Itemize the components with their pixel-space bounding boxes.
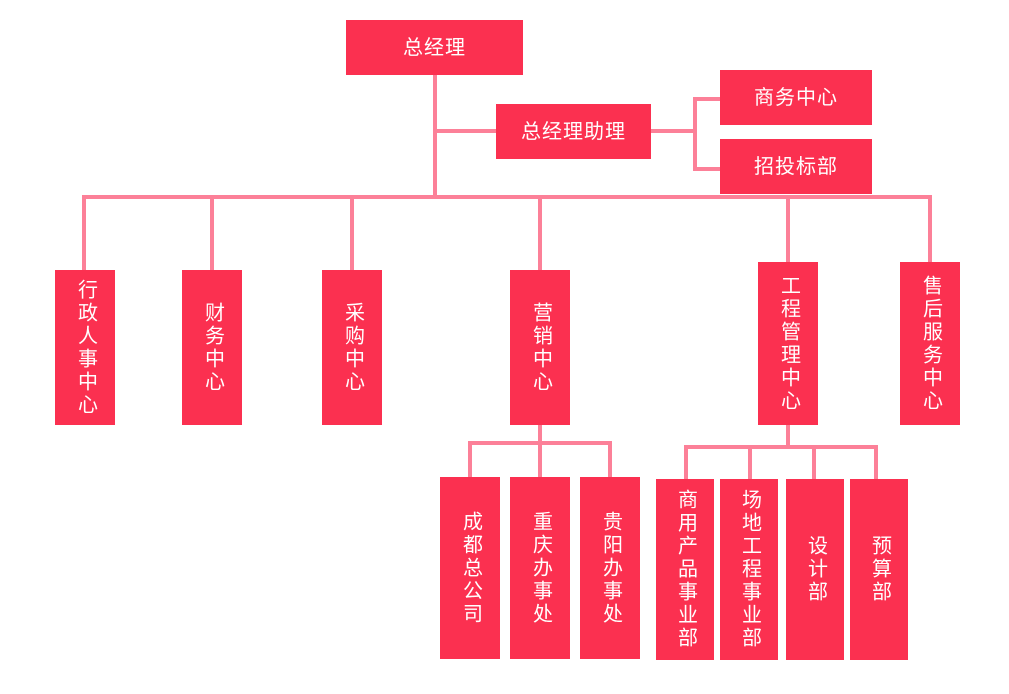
- connector-drop-guiyang-office: [608, 441, 612, 477]
- node-commercial-products-division[interactable]: 商用产品事业部: [656, 479, 714, 660]
- node-engineering-management-center[interactable]: 工程管理中心: [758, 262, 818, 425]
- connector-drop-commercial-products: [684, 445, 688, 480]
- node-after-sales-service-center[interactable]: 售后服务中心: [900, 262, 960, 425]
- connector-engineering-sub-bus: [684, 445, 878, 449]
- connector-drop-site-engineering: [748, 445, 752, 480]
- connector-assistant-out: [650, 129, 697, 133]
- connector-drop-after-sales: [928, 195, 932, 271]
- node-gm-assistant[interactable]: 总经理助理: [496, 104, 651, 159]
- node-business-center[interactable]: 商务中心: [720, 70, 872, 125]
- connector-gm-to-assistant: [433, 129, 499, 133]
- connector-assistant-vertical-bus: [693, 97, 697, 171]
- connector-main-bus: [82, 195, 930, 199]
- connector-to-bidding-dept: [693, 167, 723, 171]
- connector-marketing-stem: [538, 425, 542, 445]
- node-site-engineering-division[interactable]: 场地工程事业部: [720, 479, 778, 660]
- node-bidding-dept[interactable]: 招投标部: [720, 139, 872, 194]
- node-design-dept[interactable]: 设计部: [786, 479, 844, 660]
- node-procurement-center[interactable]: 采购中心: [322, 270, 382, 425]
- connector-drop-admin-hr: [82, 195, 86, 271]
- connector-drop-budget-dept: [874, 445, 878, 480]
- connector-drop-design-dept: [812, 445, 816, 480]
- node-admin-hr-center[interactable]: 行政人事中心: [55, 270, 115, 425]
- node-chongqing-office[interactable]: 重庆办事处: [510, 477, 570, 659]
- connector-drop-finance: [210, 195, 214, 271]
- node-finance-center[interactable]: 财务中心: [182, 270, 242, 425]
- connector-drop-chongqing-office: [538, 441, 542, 477]
- node-guiyang-office[interactable]: 贵阳办事处: [580, 477, 640, 659]
- connector-drop-chengdu-hq: [468, 441, 472, 477]
- connector-to-business-center: [693, 97, 723, 101]
- node-marketing-center[interactable]: 营销中心: [510, 270, 570, 425]
- node-chengdu-headquarters[interactable]: 成都总公司: [440, 477, 500, 659]
- connector-engineering-stem: [786, 425, 790, 449]
- connector-drop-procurement: [350, 195, 354, 271]
- connector-drop-engineering: [786, 195, 790, 271]
- connector-drop-marketing: [538, 195, 542, 271]
- connector-gm-stem: [433, 74, 437, 198]
- node-budget-dept[interactable]: 预算部: [850, 479, 908, 660]
- node-general-manager[interactable]: 总经理: [346, 20, 523, 75]
